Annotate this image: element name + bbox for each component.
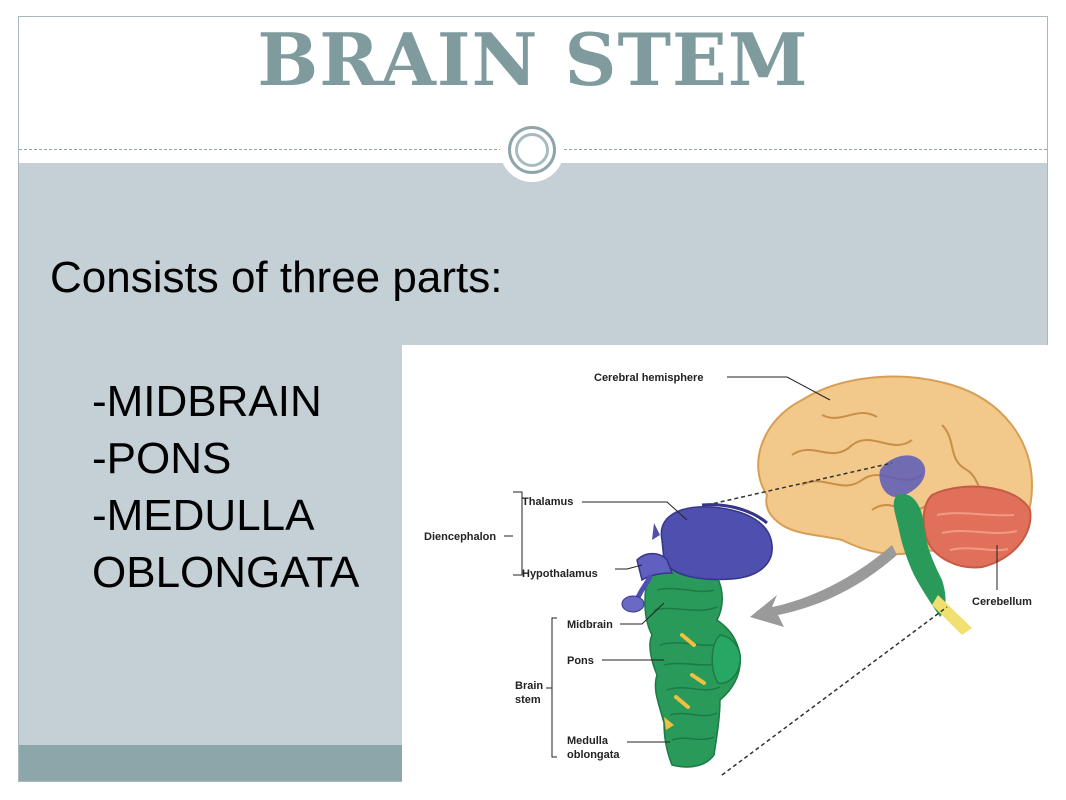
brain-diagram-svg: Cerebral hemisphere Thalamus Diencephalo…	[424, 372, 1034, 776]
label-brain-stem-line1: Brain	[515, 680, 543, 692]
brain-anatomy-figure: Cerebral hemisphere Thalamus Diencephalo…	[402, 345, 1066, 782]
optic-chiasm-mark	[652, 523, 660, 540]
slide-title: BRAIN STEM	[257, 17, 809, 102]
thalamus-rim	[701, 503, 768, 525]
divider-ornament-icon	[500, 118, 564, 182]
part-item-midbrain: -MIDBRAIN	[92, 377, 322, 426]
detailed-brainstem-illustration	[621, 503, 773, 768]
part-item-pons: -PONS	[92, 434, 232, 483]
label-cerebral-hemisphere: Cerebral hemisphere	[594, 372, 703, 384]
diencephalon-bracket	[513, 491, 523, 576]
label-thalamus: Thalamus	[522, 496, 573, 508]
label-midbrain: Midbrain	[567, 619, 613, 631]
brainstem-inset-shape	[893, 494, 946, 617]
leader-lines	[504, 376, 998, 758]
brain-stem-bracket	[551, 617, 557, 758]
projection-line-upper	[706, 462, 893, 506]
medulla-nerve-mark	[664, 717, 674, 730]
label-medulla-line2: oblongata	[567, 749, 620, 761]
slide-subtitle: Consists of three parts:	[50, 253, 503, 302]
label-medulla-line1: Medulla	[567, 735, 609, 747]
cerebral-gyri-lines	[791, 412, 998, 511]
label-hypothalamus: Hypothalamus	[522, 568, 598, 580]
label-pons: Pons	[567, 655, 594, 667]
thalamus-inset-shape	[879, 455, 926, 498]
label-diencephalon: Diencephalon	[424, 531, 496, 543]
thalamus-shape	[660, 506, 773, 581]
brain-stem-parts-list: -MIDBRAIN -PONS -MEDULLA OBLONGATA	[92, 373, 359, 601]
spinal-cord-inset	[932, 595, 972, 635]
pons-bulge-shape	[711, 634, 742, 685]
label-cerebellum: Cerebellum	[972, 596, 1032, 608]
ornament-outer-ring	[508, 126, 556, 174]
cerebellum-folia-lines	[936, 512, 1018, 552]
cranial-nerve-marks	[674, 633, 706, 709]
label-brain-stem-line2: stem	[515, 694, 541, 706]
part-item-oblongata: OBLONGATA	[92, 548, 360, 597]
projection-line-lower	[721, 606, 948, 776]
pituitary-shape	[621, 595, 645, 613]
whole-brain-illustration	[757, 375, 1034, 635]
cerebellum-shape	[922, 485, 1032, 569]
ornament-inner-ring	[515, 133, 549, 167]
part-item-medulla: -MEDULLA	[92, 491, 315, 540]
magnify-arrow-icon	[750, 545, 897, 627]
